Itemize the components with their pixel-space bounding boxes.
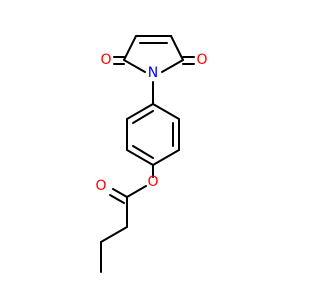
bond-ph4-ph5: [126, 149, 154, 166]
bond-c4-n: [161, 59, 184, 73]
bonds: [100, 35, 195, 273]
bond-c-carbonyl-o-a: [112, 188, 128, 198]
bond-ca-cb: [100, 226, 128, 243]
bond-ph6-ph1-inner: [132, 110, 154, 124]
structure-canvas: O N O O O: [95, 35, 208, 273]
atom-o-ester-ether: O: [147, 174, 158, 190]
atom-labels: O N O O O: [95, 52, 207, 194]
bond-n-c1: [123, 59, 146, 73]
atom-o-right: O: [196, 52, 207, 68]
atom-o-ester-carbonyl: O: [95, 178, 106, 194]
bond-c-carbonyl-o-b: [109, 194, 125, 204]
bond-ph3-ph4: [152, 149, 180, 166]
bond-ph4-ph5-inner: [132, 145, 154, 159]
atom-o-left: O: [100, 52, 111, 68]
molecule-diagram: O N O O O: [95, 35, 208, 273]
bond-c1-c2: [123, 35, 137, 61]
bond-ph1-ph2: [152, 103, 180, 120]
bond-o-ester-c-carbonyl: [126, 185, 147, 198]
atom-n-imide: N: [148, 65, 158, 81]
bond-ph6-ph1: [126, 103, 154, 120]
bond-c3-c4: [170, 35, 184, 61]
